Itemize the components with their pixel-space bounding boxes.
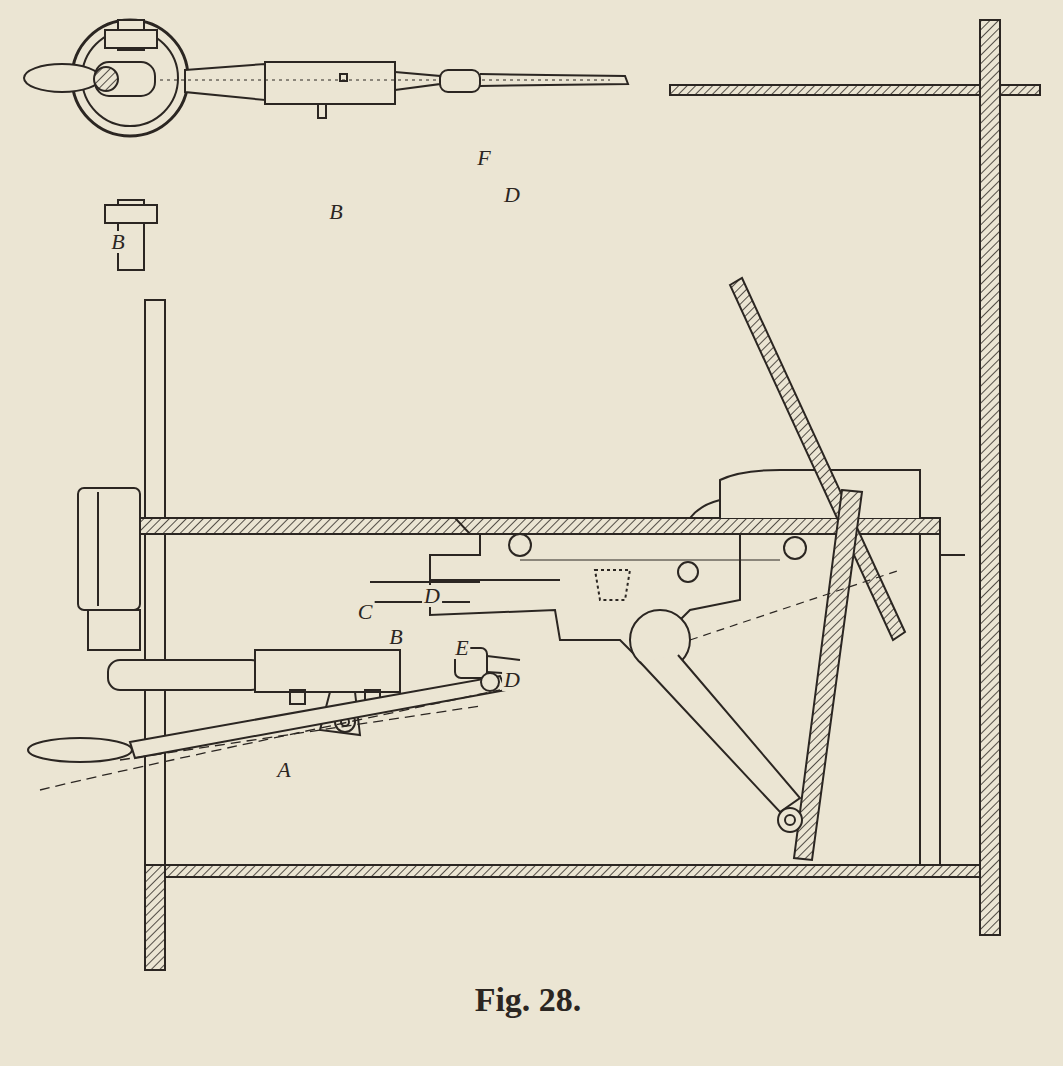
- part-letter: A: [275, 759, 292, 781]
- part-letter: C: [356, 601, 375, 623]
- figure-caption: Fig. 28.: [475, 983, 582, 1017]
- part-letter: F: [475, 147, 492, 169]
- part-letter: B: [387, 626, 404, 648]
- part-letter: B: [327, 201, 344, 223]
- part-letter: D: [502, 184, 522, 206]
- part-letter: E: [453, 637, 470, 659]
- part-letter: B: [109, 231, 126, 253]
- part-letter: D: [502, 669, 522, 691]
- part-letter: D: [422, 585, 442, 607]
